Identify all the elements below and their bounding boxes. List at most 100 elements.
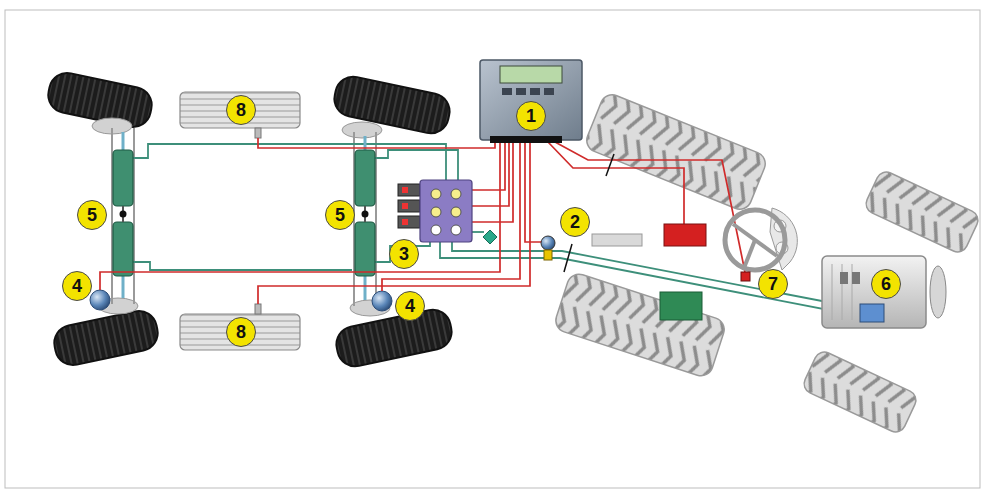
controller-box [544, 88, 554, 95]
valve-block [398, 180, 497, 244]
callout-label: 7 [768, 275, 778, 293]
steering-wheel [741, 272, 750, 281]
hydraulic-cylinders [364, 275, 367, 300]
valve-block [483, 230, 497, 244]
controller-box [480, 60, 582, 140]
hydraulic-cylinders [120, 211, 127, 218]
hydraulic-cylinders [113, 132, 375, 300]
frame [5, 10, 980, 488]
hydraulic-cylinders [362, 211, 369, 218]
control-wires [258, 142, 530, 304]
callout-label: 4 [72, 277, 82, 295]
tractor-tyres [553, 271, 728, 379]
wire-breaks [606, 154, 614, 176]
callout-label: 5 [335, 206, 345, 224]
trailer-tyres [333, 306, 455, 369]
valve-block [431, 225, 441, 235]
hydraulic-cylinders [113, 150, 133, 206]
tractor-tyres [801, 349, 919, 435]
callout-number: 4 [62, 271, 92, 301]
callout-label: 4 [405, 297, 415, 315]
valve-block [398, 216, 420, 228]
steering-wheel [725, 210, 785, 270]
angle-sensors [90, 290, 392, 311]
control-wires [382, 142, 520, 291]
valve-block [402, 203, 408, 209]
valve-block [402, 187, 408, 193]
callout-label: 5 [87, 206, 97, 224]
steering-sensor [544, 250, 552, 260]
valve-block [451, 225, 461, 235]
controller-box [516, 88, 526, 95]
trailer-tyres [333, 306, 455, 369]
callout-label: 8 [236, 323, 246, 341]
valve-block [398, 184, 420, 196]
engine [860, 304, 884, 322]
valve-block [431, 207, 441, 217]
grey-wheels [255, 304, 261, 314]
engine [930, 266, 946, 318]
callout-label: 8 [236, 101, 246, 119]
callout-number: 1 [516, 101, 546, 131]
hydraulic-lines [133, 144, 874, 318]
battery-and-tank [664, 224, 706, 246]
hydraulic-cylinders [122, 275, 125, 298]
wire-breaks [564, 244, 572, 272]
controller-box [480, 60, 582, 143]
valve-block [402, 219, 408, 225]
tractor-tyres [801, 349, 919, 435]
tractor-tyres [863, 169, 981, 255]
controller-box [500, 66, 562, 83]
tractor-tyres [583, 91, 769, 213]
engine [822, 256, 946, 328]
wire-breaks [564, 154, 614, 272]
valve-block [451, 207, 461, 217]
controller-box [502, 88, 512, 95]
control-wires [525, 142, 544, 242]
valve-block [420, 180, 472, 242]
hydraulic-cylinders [355, 150, 375, 206]
controller-box [530, 88, 540, 95]
valve-block [451, 189, 461, 199]
grey-wheels [255, 128, 261, 138]
hydraulic-cylinders [355, 222, 375, 276]
callout-number: 8 [226, 95, 256, 125]
controller-box [490, 136, 562, 143]
battery-and-tank [660, 292, 702, 320]
callout-number: 8 [226, 317, 256, 347]
callout-label: 1 [526, 107, 536, 125]
callout-number: 2 [560, 207, 590, 237]
engine [840, 272, 848, 284]
trailer-tyres [51, 308, 161, 369]
grey-wheels [180, 92, 300, 128]
grey-wheels [180, 314, 300, 350]
control-wires [100, 142, 500, 290]
steering-sensor [541, 236, 555, 250]
axle-rods [112, 128, 376, 306]
engine [822, 256, 926, 328]
hydraulic-cylinders [113, 222, 133, 276]
control-wires [258, 138, 495, 148]
callout-number: 5 [325, 200, 355, 230]
tractor-tyres [553, 271, 728, 379]
angle-sensors [90, 290, 110, 310]
callout-label: 3 [399, 245, 409, 263]
callout-number: 7 [758, 269, 788, 299]
valve-block [431, 189, 441, 199]
hydraulic-cylinders [122, 132, 125, 150]
tractor-tyres [553, 91, 981, 435]
trailer-tyres [45, 70, 455, 370]
grey-wheels [180, 92, 300, 350]
control-wires [555, 142, 745, 272]
control-wires [100, 138, 745, 304]
engine [832, 264, 833, 320]
angle-sensors [372, 291, 392, 311]
callout-label: 2 [570, 213, 580, 231]
steering-sensor [541, 234, 642, 260]
engine [852, 272, 860, 284]
steering-wheel [744, 240, 755, 268]
